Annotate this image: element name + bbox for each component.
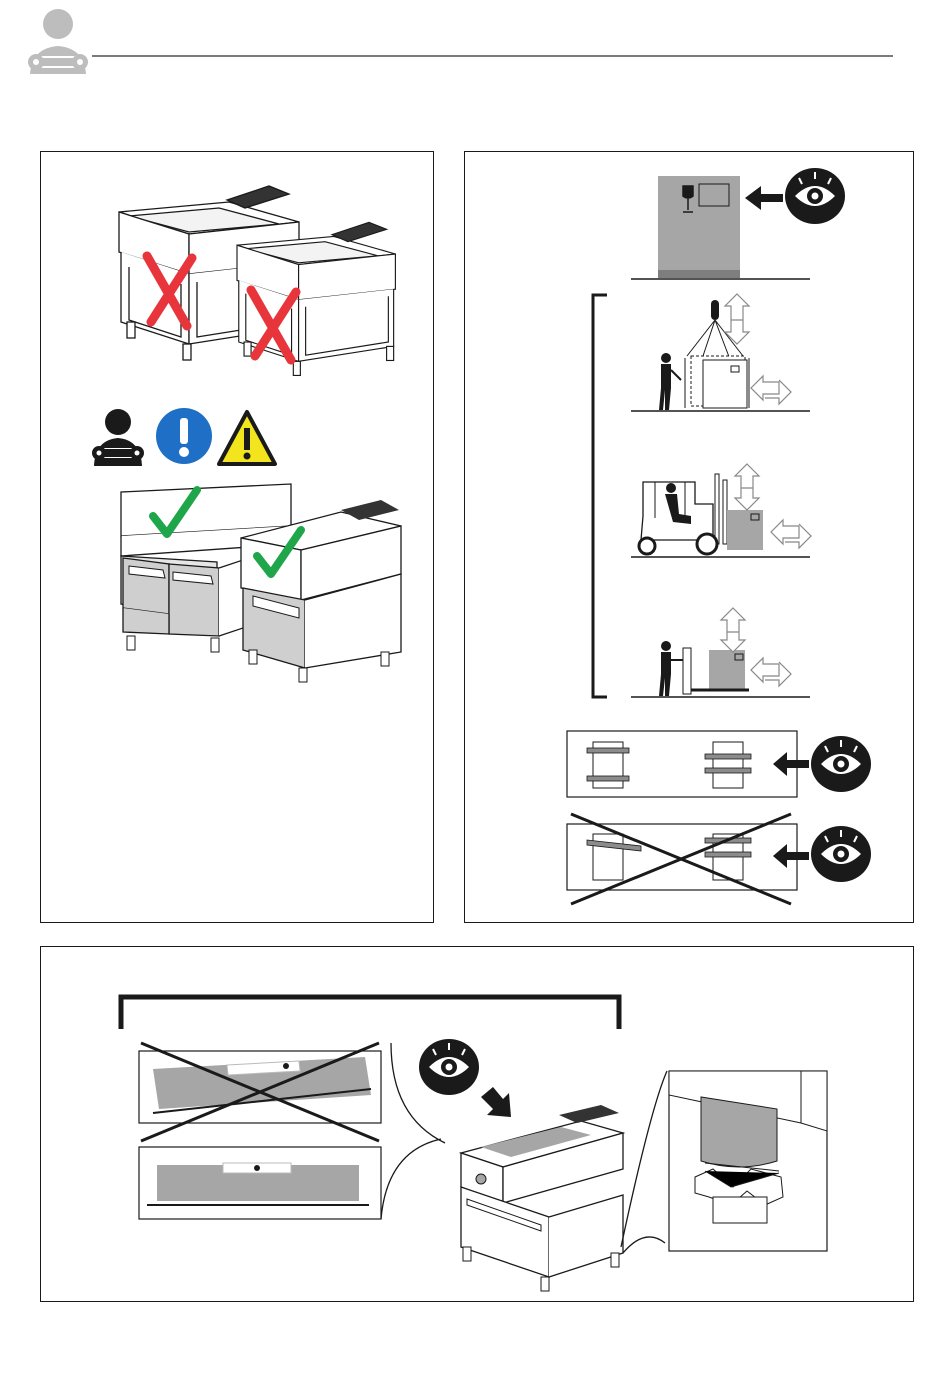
- correct-strap-position: [567, 731, 797, 797]
- arrow-down-right-icon: [481, 1087, 511, 1117]
- wrong-strap-position: [567, 814, 797, 904]
- grouping-bracket: [593, 295, 607, 697]
- grouping-bracket: [121, 997, 619, 1029]
- adjustable-foot-detail: [669, 1071, 827, 1251]
- horizontal-move-arrow: [751, 376, 791, 404]
- horizontal-move-arrow: [751, 658, 791, 686]
- header: [0, 0, 950, 90]
- panel-handling: [464, 151, 914, 923]
- header-rule: [92, 55, 893, 57]
- griddle-oven-unit: [461, 1105, 623, 1291]
- handling-illustrations: [465, 152, 913, 922]
- mandatory-info-icon: [156, 408, 212, 464]
- arrow-left-icon: [745, 186, 783, 210]
- packaged-crate: [631, 176, 810, 279]
- vertical-move-arrow: [721, 608, 745, 652]
- unit-illustrations: [41, 152, 433, 922]
- technician-icon: [92, 409, 144, 466]
- eye-icon: [419, 1039, 479, 1095]
- vertical-move-arrow: [725, 294, 749, 344]
- panel-unit-positioning: [40, 151, 434, 923]
- vertical-move-arrow: [735, 464, 759, 510]
- eye-icon: [811, 826, 871, 882]
- technician-icon: [24, 4, 92, 82]
- horizontal-move-arrow: [771, 520, 811, 548]
- warning-triangle-icon: [219, 412, 275, 464]
- eye-icon: [811, 736, 871, 792]
- levelled-unit-example: [139, 1147, 381, 1219]
- panel-levelling: [40, 946, 914, 1302]
- unlevelled-unit-example: [139, 1043, 381, 1141]
- levelling-illustrations: [41, 947, 913, 1301]
- eye-icon: [785, 168, 845, 224]
